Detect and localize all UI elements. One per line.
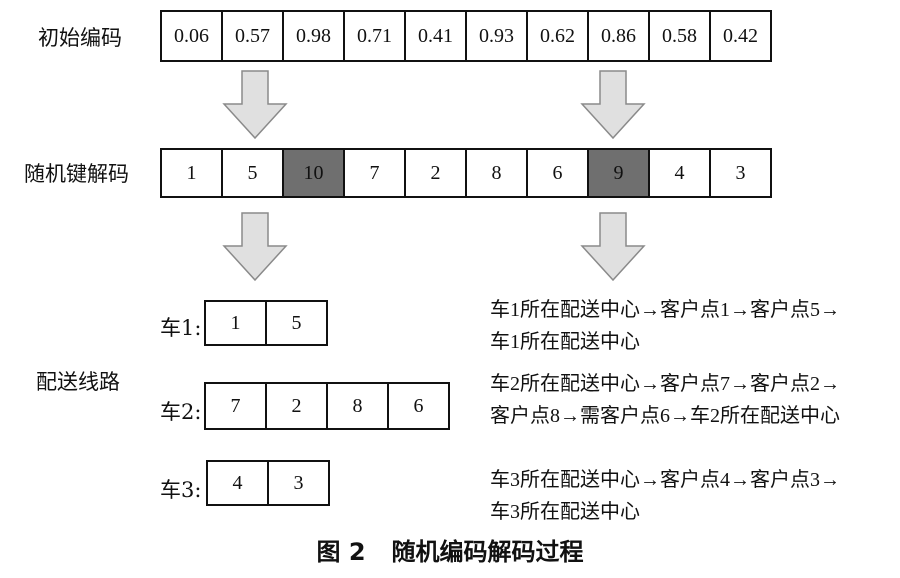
vehicle-3-route-cells: 4 3 <box>206 460 330 506</box>
encoding-cell: 0.93 <box>465 10 528 62</box>
vehicle-1-label: 车1: <box>160 316 202 340</box>
delivery-route-label: 配送线路 <box>36 370 120 394</box>
encoding-cell: 0.42 <box>709 10 772 62</box>
decoding-cell: 2 <box>404 148 467 198</box>
down-arrow-icon <box>580 70 646 140</box>
vehicle-1-route-line-1: 车1所在配送中心→客户点1→客户点5→ <box>490 299 840 321</box>
encoding-cell: 0.57 <box>221 10 284 62</box>
decoding-cell: 7 <box>343 148 406 198</box>
figure-number: 图 2 <box>316 538 366 566</box>
route-cell: 5 <box>265 300 328 346</box>
figure-title: 随机编码解码过程 <box>391 538 584 566</box>
route-cell: 4 <box>206 460 269 506</box>
route-cell: 1 <box>204 300 267 346</box>
encoding-cell: 0.98 <box>282 10 345 62</box>
decoding-cell: 8 <box>465 148 528 198</box>
encoding-cell: 0.62 <box>526 10 589 62</box>
route-cell: 3 <box>267 460 330 506</box>
encoding-cell: 0.06 <box>160 10 223 62</box>
decoding-cell: 1 <box>160 148 223 198</box>
encoding-cell: 0.86 <box>587 10 650 62</box>
down-arrow-icon <box>222 70 288 140</box>
vehicle-2-label: 车2: <box>160 400 202 424</box>
decoding-cell: 3 <box>709 148 772 198</box>
random-key-decoding-label: 随机键解码 <box>24 162 129 186</box>
encoding-cell: 0.71 <box>343 10 406 62</box>
down-arrow-icon <box>222 212 288 282</box>
decoding-cell-highlighted: 9 <box>587 148 650 198</box>
vehicle-3-route-line-2: 车3所在配送中心 <box>490 501 640 523</box>
encoding-cell: 0.41 <box>404 10 467 62</box>
down-arrow-icon <box>580 212 646 282</box>
vehicle-2-route-cells: 7 2 8 6 <box>204 382 450 430</box>
route-cell: 7 <box>204 382 267 430</box>
vehicle-3-label: 车3: <box>160 478 202 502</box>
encoding-cell: 0.58 <box>648 10 711 62</box>
route-cell: 2 <box>265 382 328 430</box>
vehicle-1-route-line-2: 车1所在配送中心 <box>490 331 640 353</box>
decoding-row: 1 5 10 7 2 8 6 9 4 3 <box>160 148 772 198</box>
route-cell: 6 <box>387 382 450 430</box>
vehicle-2-route-line-2: 客户点8→需客户点6→车2所在配送中心 <box>490 405 840 427</box>
vehicle-1-route-cells: 1 5 <box>204 300 328 346</box>
decoding-cell: 5 <box>221 148 284 198</box>
initial-encoding-label: 初始编码 <box>38 26 122 50</box>
encoding-row: 0.06 0.57 0.98 0.71 0.41 0.93 0.62 0.86 … <box>160 10 772 62</box>
decoding-cell: 4 <box>648 148 711 198</box>
decoding-cell-highlighted: 10 <box>282 148 345 198</box>
decoding-cell: 6 <box>526 148 589 198</box>
route-cell: 8 <box>326 382 389 430</box>
vehicle-3-route-line-1: 车3所在配送中心→客户点4→客户点3→ <box>490 469 840 491</box>
figure-caption: 图 2 随机编码解码过程 <box>0 532 900 567</box>
vehicle-2-route-line-1: 车2所在配送中心→客户点7→客户点2→ <box>490 373 840 395</box>
